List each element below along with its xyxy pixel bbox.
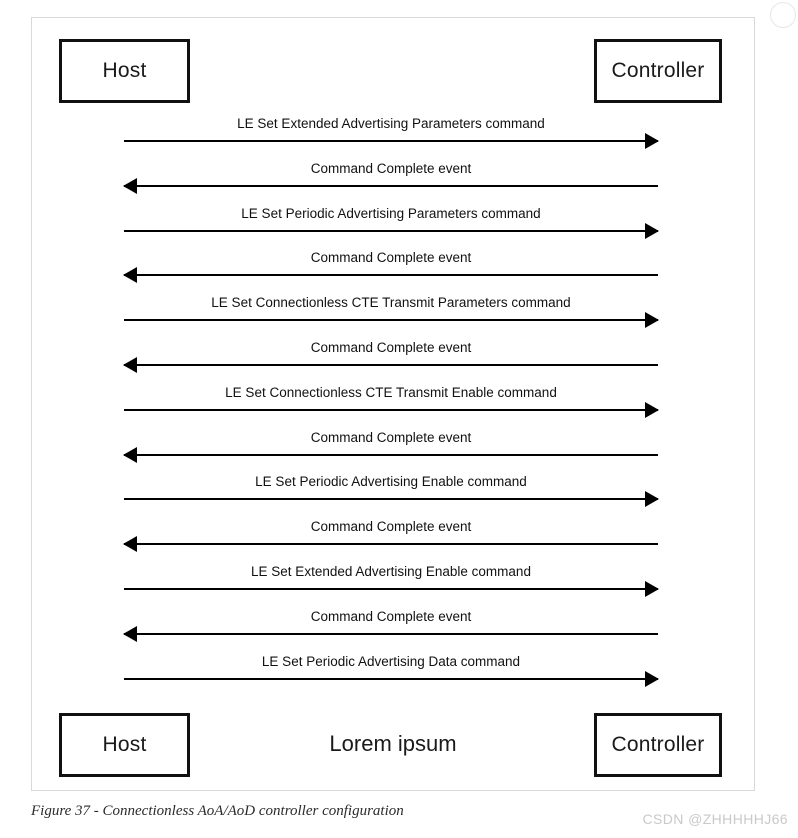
arrowhead-left-icon: [123, 625, 137, 642]
message-row: LE Set Connectionless CTE Transmit Param…: [124, 293, 659, 337]
message-arrow-shaft: [124, 453, 658, 456]
corner-circle-decoration: [770, 2, 796, 28]
message-label: LE Set Connectionless CTE Transmit Param…: [211, 295, 571, 311]
actor-host-bottom-label: Host: [102, 733, 147, 756]
arrowhead-right-icon: [645, 401, 659, 418]
message-label: Command Complete event: [310, 160, 472, 176]
figure-caption: Figure 37 - Connectionless AoA/AoD contr…: [31, 803, 404, 819]
arrowhead-left-icon: [123, 177, 137, 194]
watermark: CSDN @ZHHHHHJ66: [642, 811, 788, 827]
arrowhead-right-icon: [645, 133, 659, 149]
message-arrow-shaft: [124, 229, 658, 232]
message-arrow-shaft: [124, 364, 658, 366]
figure-frame: Host Controller LE Set Extended Advertis…: [31, 17, 755, 791]
arrowhead-left-icon: [123, 446, 137, 463]
arrowhead-left-icon: [123, 267, 137, 284]
message-row: LE Set Periodic Advertising Data command: [124, 652, 659, 696]
message-row: Command Complete event: [123, 517, 658, 561]
message-arrow-shaft: [124, 274, 658, 277]
actor-controller-bottom-label: Controller: [611, 733, 705, 756]
message-row: LE Set Periodic Advertising Enable comma…: [124, 472, 659, 516]
message-row: LE Set Periodic Advertising Parameters c…: [124, 204, 659, 248]
arrowhead-right-icon: [645, 491, 659, 508]
arrowhead-right-icon: [645, 312, 659, 329]
message-label: Command Complete event: [310, 250, 472, 266]
arrowhead-right-icon: [645, 222, 659, 239]
message-arrow-shaft: [124, 140, 658, 142]
message-label: LE Set Periodic Advertising Data command: [261, 653, 521, 669]
message-row: Command Complete event: [123, 428, 658, 472]
message-arrow-shaft: [124, 319, 658, 322]
message-label: Command Complete event: [310, 340, 472, 355]
arrowhead-left-icon: [123, 536, 137, 553]
message-arrow-shaft: [124, 184, 658, 187]
message-row: Command Complete event: [123, 159, 658, 203]
message-label: Command Complete event: [310, 608, 472, 624]
message-row: LE Set Connectionless CTE Transmit Enabl…: [124, 383, 659, 427]
message-label: LE Set Periodic Advertising Parameters c…: [241, 205, 541, 221]
message-label: LE Set Extended Advertising Enable comma…: [251, 564, 531, 579]
message-arrow-shaft: [124, 498, 658, 501]
message-row: LE Set Extended Advertising Parameters c…: [124, 114, 659, 158]
arrowhead-right-icon: [645, 581, 659, 597]
arrowhead-left-icon: [123, 357, 137, 373]
message-label: Command Complete event: [310, 519, 472, 535]
actor-host-top-label: Host: [102, 59, 147, 82]
message-label: Command Complete event: [310, 429, 472, 445]
message-row: Command Complete event: [123, 607, 658, 651]
actor-host-top[interactable]: Host: [59, 39, 190, 103]
sequence-diagram: Host Controller LE Set Extended Advertis…: [32, 18, 754, 790]
message-label: LE Set Periodic Advertising Enable comma…: [255, 474, 527, 490]
message-row: Command Complete event: [123, 248, 658, 292]
message-arrow-shaft: [124, 588, 658, 590]
actor-host-bottom[interactable]: Host: [59, 713, 190, 777]
message-arrow-shaft: [124, 543, 658, 546]
arrowhead-right-icon: [645, 670, 659, 687]
message-row: LE Set Extended Advertising Enable comma…: [124, 562, 659, 606]
actor-controller-top-label: Controller: [611, 59, 705, 82]
actor-controller-bottom[interactable]: Controller: [594, 713, 722, 777]
message-arrow-shaft: [124, 408, 658, 411]
message-arrow-shaft: [124, 632, 658, 635]
message-row: Command Complete event: [123, 338, 658, 382]
message-arrow-shaft: [124, 677, 658, 680]
actor-controller-top[interactable]: Controller: [594, 39, 722, 103]
message-label: LE Set Connectionless CTE Transmit Enabl…: [225, 384, 557, 400]
message-label: LE Set Extended Advertising Parameters c…: [237, 116, 545, 131]
